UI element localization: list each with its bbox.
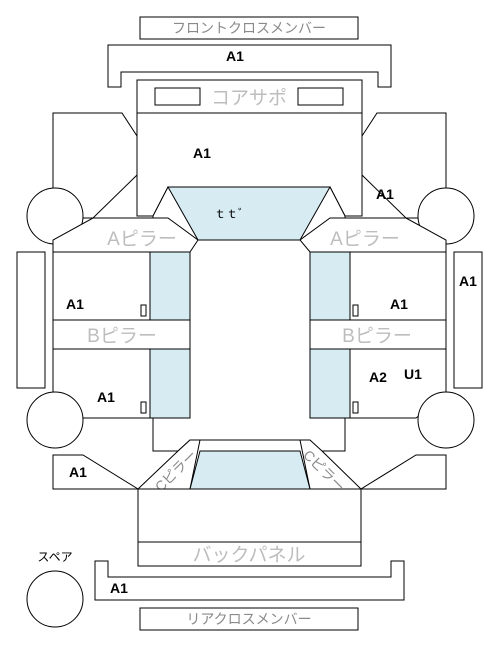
right-side-sill[interactable] [453,251,483,389]
front-window-right[interactable] [309,251,351,321]
rear-fender-left-code: A1 [69,464,87,480]
back-panel-label: バックパネル [192,544,305,566]
front-door-right-code: A1 [390,296,408,312]
front-cross-member-label: フロントクロスメンバー [172,20,326,36]
rear-window-left[interactable] [149,348,191,419]
rear-cross-member-code: A1 [110,580,128,596]
hood-code: A1 [193,145,211,161]
front-window-left[interactable] [149,251,191,321]
left-side-sill[interactable] [16,251,46,389]
core-support-label: コアサポ [211,87,287,109]
rear-cross-member[interactable] [94,560,405,601]
rear-fender-right[interactable] [359,454,447,490]
front-door-right-handle[interactable] [352,304,359,317]
front-door-left-handle[interactable] [140,304,147,317]
rear-door-right-handle[interactable] [352,401,359,414]
rear-cross-member-label: リアクロスメンバー [186,611,311,627]
rear-door-left-code: A1 [97,389,115,405]
spare-label: スペア [37,550,72,564]
headlight-right[interactable] [297,87,344,106]
back-panel[interactable] [137,541,362,567]
b-pillar-right-label: Bピラー [342,326,412,347]
front-fender-right-code: A1 [376,186,394,202]
rear-door-left-handle[interactable] [140,401,147,414]
rear-cross-member-box[interactable] [139,607,359,631]
front-door-left-code: A1 [66,296,84,312]
a-pillar-left-label: Aピラー [107,229,177,250]
rear-window[interactable] [189,450,311,490]
rear-window-right[interactable] [309,348,351,419]
right-side-sill-code: A1 [459,273,477,289]
c-pillar-left[interactable] [136,439,201,490]
trunk-lid[interactable] [137,488,362,543]
front-cross-member[interactable] [107,44,392,88]
rear-door-right-code-b: U1 [404,366,422,382]
windshield-label: ｔｔﾞ [214,207,244,221]
headlight-left[interactable] [154,87,201,106]
spare-tire[interactable] [26,570,84,628]
rear-wheel-left[interactable] [26,391,84,449]
a-pillar-right-label: Aピラー [330,229,400,250]
rear-fender-left[interactable] [52,454,140,490]
front-cross-member-box[interactable] [139,16,359,40]
rear-wheel-right[interactable] [417,391,475,449]
b-pillar-left-label: Bピラー [87,326,157,347]
b-pillar-right[interactable] [309,319,447,350]
front-cross-member-code: A1 [226,48,244,64]
rear-door-right-code-a: A2 [369,369,387,385]
